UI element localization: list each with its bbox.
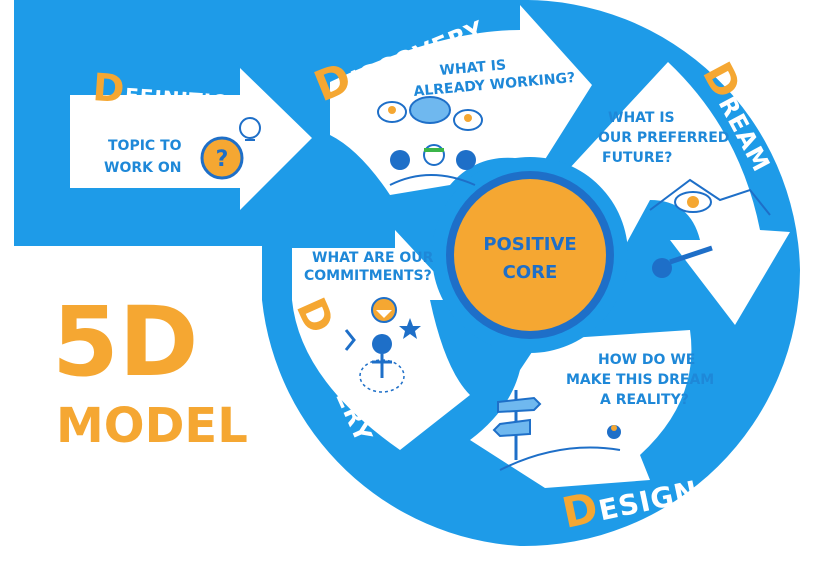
question-lightbulb-icon: ? xyxy=(200,117,261,180)
definition-initial: D xyxy=(91,65,127,111)
core-label-2: CORE xyxy=(503,262,558,283)
dream-q1: WHAT IS xyxy=(608,110,675,126)
design-q2: MAKE THIS DREAM xyxy=(566,372,714,388)
svg-text:?: ? xyxy=(216,147,229,172)
discovery-arrow xyxy=(330,5,592,195)
dream-arrow xyxy=(568,62,790,325)
person-diamond-star-icon xyxy=(344,297,421,393)
model-title-model: MODEL xyxy=(56,398,248,454)
delivery-q2: COMMITMENTS? xyxy=(304,268,432,284)
dream-q2: OUR PREFERRED xyxy=(598,130,729,146)
design-q1: HOW DO WE xyxy=(598,352,695,368)
design-q3: A REALITY? xyxy=(600,392,689,408)
definition-q1: TOPIC TO xyxy=(108,138,182,154)
delivery-q1: WHAT ARE OUR xyxy=(312,250,434,266)
definition-arrow xyxy=(70,68,312,210)
core-label-1: POSITIVE xyxy=(483,234,576,255)
positive-core-circle xyxy=(454,179,606,331)
design-arrow xyxy=(470,330,692,488)
discovery-q1: WHAT IS xyxy=(439,57,507,79)
dream-q3: FUTURE? xyxy=(602,150,672,166)
definition-q2: WORK ON xyxy=(104,160,181,176)
model-title-5d: 5D xyxy=(52,286,198,398)
eye-telescope-icon xyxy=(649,178,771,278)
signpost-path-icon xyxy=(492,390,621,471)
people-talking-icon xyxy=(377,96,483,186)
